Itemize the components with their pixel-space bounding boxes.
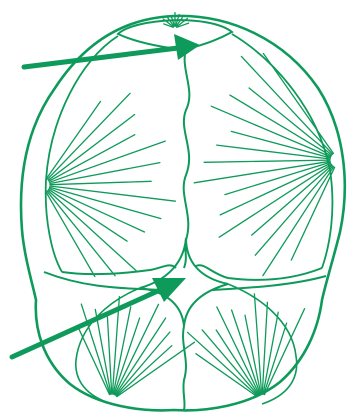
right-parietal-striation [217, 145, 330, 159]
right-parietal-striation [255, 166, 332, 255]
right-frontal-striation [262, 302, 267, 394]
right-parietal-striation [211, 106, 330, 157]
left-parietal-striation [49, 135, 135, 182]
left-parietal-striation [50, 141, 166, 182]
metopic-suture [183, 326, 186, 410]
anterior-fontanelle [140, 238, 228, 326]
right-parietal-striation [204, 160, 330, 162]
left-parietal-striation [48, 93, 131, 179]
right-frontal-striation [188, 332, 258, 396]
left-parietal-striation [50, 186, 175, 201]
left-parietal-striation [49, 189, 127, 241]
right-parietal-striation [241, 56, 332, 154]
left-parietal-striation [46, 192, 95, 277]
right-parietal-striation [249, 88, 332, 155]
right-frontal-striation [264, 323, 287, 394]
skull-outer-contour [21, 16, 345, 410]
left-parietal-striation [48, 190, 136, 270]
posterior-fontanelle-arrowhead [174, 34, 200, 60]
right-frontal-striation [216, 330, 259, 395]
left-frontal-striation [107, 317, 111, 395]
left-frontal-striation [115, 304, 159, 394]
right-frontal-striation [217, 307, 260, 395]
right-parietal-striation [225, 162, 330, 194]
right-parietal-striation [220, 163, 331, 215]
left-parietal-lower-edge [62, 265, 176, 274]
right-parietal-striation [219, 164, 331, 237]
right-parietal-striation [194, 161, 330, 183]
right-parietal-striation [263, 54, 333, 154]
right-parietal-striation [263, 167, 334, 276]
skull-outline-group [21, 16, 345, 410]
left-frontal-striation [116, 346, 171, 396]
left-frontal-striation [115, 318, 165, 395]
sagittal-suture [184, 48, 190, 268]
right-parietal-lower-edge [196, 265, 322, 280]
posterior-fontanelle-arrow-line [24, 48, 178, 67]
left-parietal-striation [50, 181, 151, 184]
